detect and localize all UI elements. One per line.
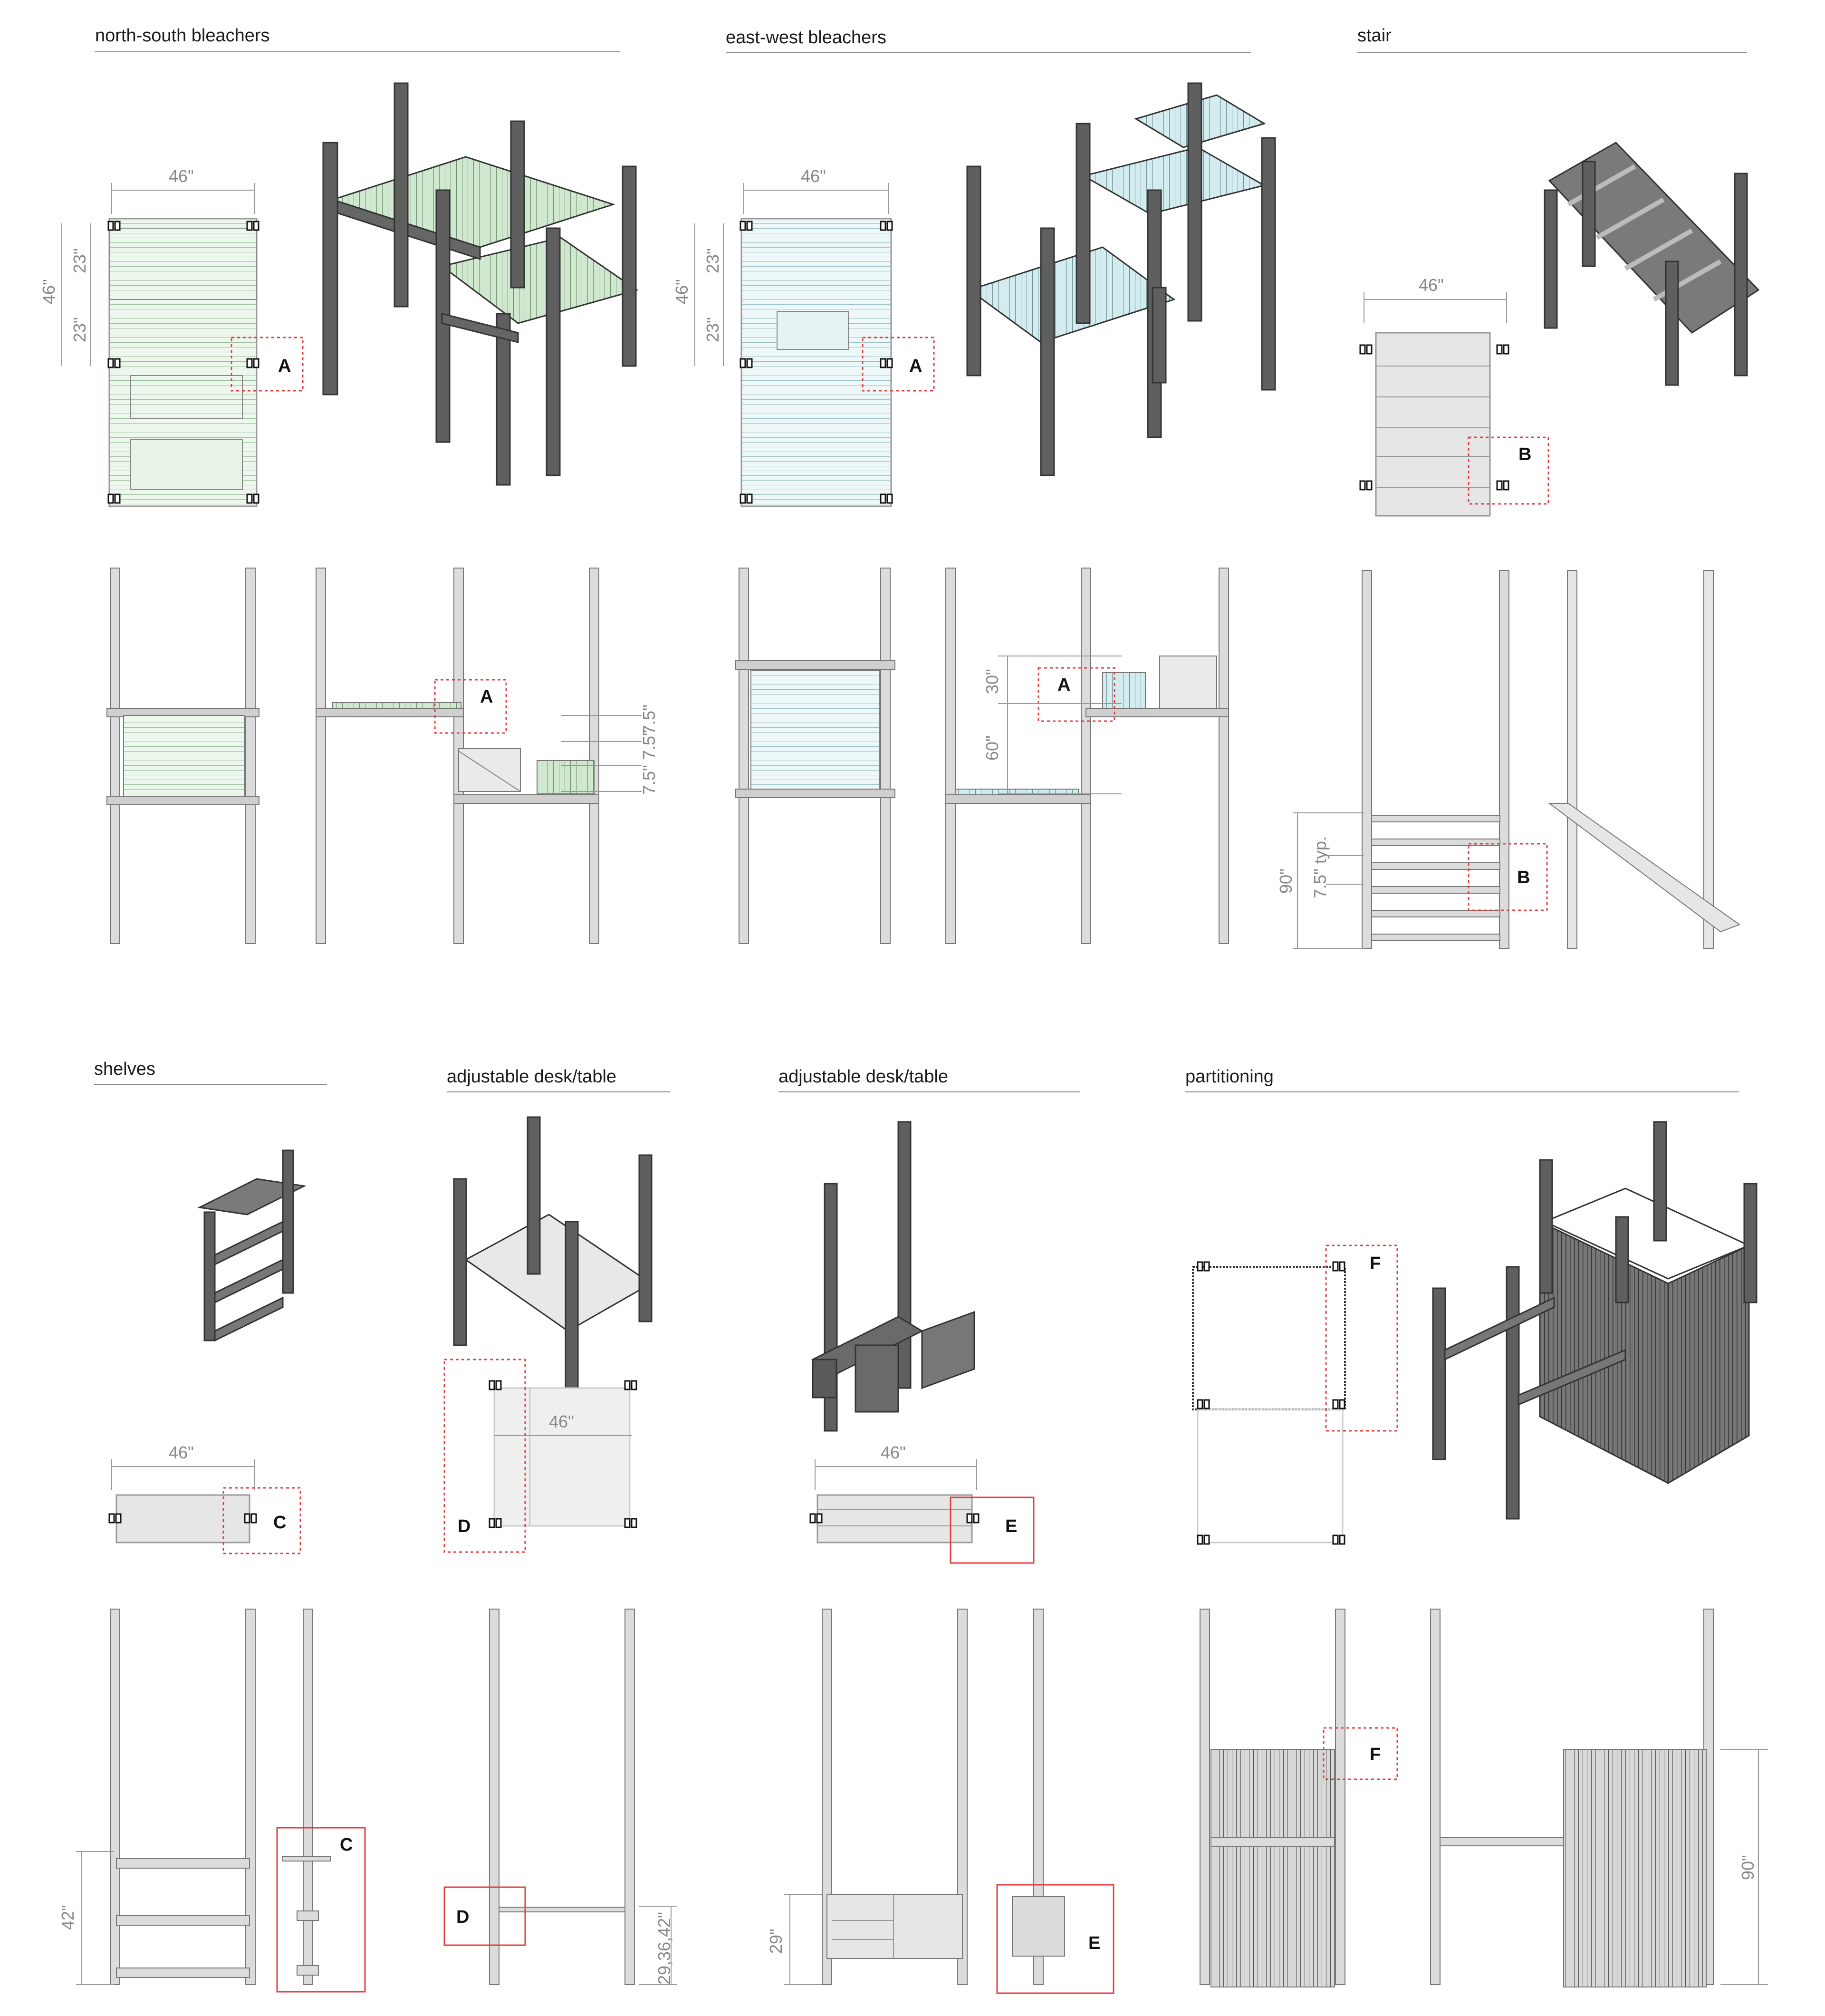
shelves-elevation-side <box>276 1609 366 1993</box>
partition-height-90: 90" <box>1738 1855 1758 1880</box>
desk2-axon <box>811 1121 975 1432</box>
desk1-plan-detail-d: D <box>458 1516 471 1536</box>
ns-plan-h23-bottom: 23" <box>70 317 89 342</box>
rule-shelves <box>94 1084 327 1085</box>
stair-height-90: 90" <box>1276 868 1296 894</box>
shelves-plan-width: 46" <box>169 1443 194 1462</box>
title-adjustable-desk-1: adjustable desk/table <box>447 1067 617 1087</box>
desk2-elevation-front <box>784 1609 968 1985</box>
desk1-elev-detail-d: D <box>456 1907 469 1927</box>
rule-partitioning <box>1185 1091 1739 1092</box>
stair-elevation-side <box>1548 570 1741 949</box>
ew-side-h30: 30" <box>982 669 1002 694</box>
stair-axon <box>1544 142 1760 386</box>
ew-plan-h23-bottom: 23" <box>703 317 722 342</box>
partition-elev-detail-f: F <box>1370 1745 1381 1765</box>
ns-elevation-side <box>316 568 642 944</box>
partition-elevation-side <box>1430 1609 1768 1987</box>
partition-axon <box>1432 1121 1758 1520</box>
ew-plan <box>694 183 935 507</box>
ew-side-detail-a: A <box>1057 675 1070 695</box>
ns-plan <box>61 183 304 507</box>
shelves-elev-detail-c: C <box>340 1835 353 1855</box>
title-north-south-bleachers: north-south bleachers <box>95 26 270 46</box>
desk1-elevation <box>443 1609 677 1985</box>
rule-north-south <box>95 51 620 52</box>
shelves-elevation-front <box>76 1609 256 1985</box>
ew-plan-detail-a: A <box>909 356 922 376</box>
ns-side-h75-3: 7.5" <box>639 765 659 795</box>
rule-desk-1 <box>447 1091 670 1092</box>
stair-plan-width: 46" <box>1419 275 1444 295</box>
shelves-axon <box>197 1149 307 1342</box>
stair-plan <box>1359 292 1549 517</box>
shelves-plan-detail-c: C <box>273 1513 286 1533</box>
ns-plan-detail-a: A <box>278 356 291 376</box>
title-shelves: shelves <box>94 1059 155 1079</box>
partition-elevation-front <box>1200 1609 1398 1987</box>
title-east-west-bleachers: east-west bleachers <box>726 28 886 48</box>
rule-stair <box>1357 52 1747 53</box>
ns-side-h75-1: 7.5" <box>639 704 659 734</box>
desk1-axon <box>453 1116 653 1403</box>
partition-plan-detail-f: F <box>1370 1254 1381 1273</box>
ew-elevation-side <box>945 568 1229 944</box>
ns-plan-height: 46" <box>39 279 58 304</box>
desk1-plan-width: 46" <box>549 1412 574 1431</box>
shelves-plan <box>108 1459 301 1554</box>
title-stair: stair <box>1357 26 1392 46</box>
stair-elevation-front <box>1293 570 1548 949</box>
desk2-height-29: 29" <box>766 1929 786 1954</box>
ns-plan-h23-top: 23" <box>70 248 89 273</box>
ew-plan-width: 46" <box>801 166 826 186</box>
desk1-plan <box>443 1359 637 1553</box>
rule-east-west <box>726 52 1251 53</box>
ew-side-h60: 60" <box>982 735 1002 761</box>
title-partitioning: partitioning <box>1185 1067 1274 1087</box>
ew-elevation-front <box>735 568 895 944</box>
ew-axon <box>966 82 1276 476</box>
stair-elev-detail-b: B <box>1517 868 1530 887</box>
ns-side-h75-2: 7.5" <box>639 730 659 760</box>
rule-desk-2 <box>778 1091 1080 1092</box>
title-adjustable-desk-2: adjustable desk/table <box>778 1067 949 1087</box>
desk2-elevation-side <box>996 1609 1114 1994</box>
ns-axon <box>322 82 639 486</box>
partition-plan <box>1192 1244 1398 1545</box>
desk2-plan-width: 46" <box>881 1443 906 1462</box>
stair-plan-detail-b: B <box>1518 444 1531 464</box>
desk2-plan <box>809 1459 1035 1564</box>
ew-plan-h23-top: 23" <box>703 248 722 273</box>
stair-riser-typ: 7.5" typ. <box>1310 836 1330 898</box>
desk2-plan-detail-e: E <box>1005 1516 1017 1536</box>
ew-plan-height: 46" <box>672 279 692 304</box>
shelves-height-42: 42" <box>58 1905 77 1930</box>
desk1-heights: 29,36,42" <box>654 1912 674 1985</box>
desk2-elev-detail-e: E <box>1088 1933 1100 1953</box>
ns-elevation-front <box>106 568 259 944</box>
ns-side-detail-a: A <box>480 687 493 707</box>
ns-plan-width: 46" <box>169 166 194 186</box>
